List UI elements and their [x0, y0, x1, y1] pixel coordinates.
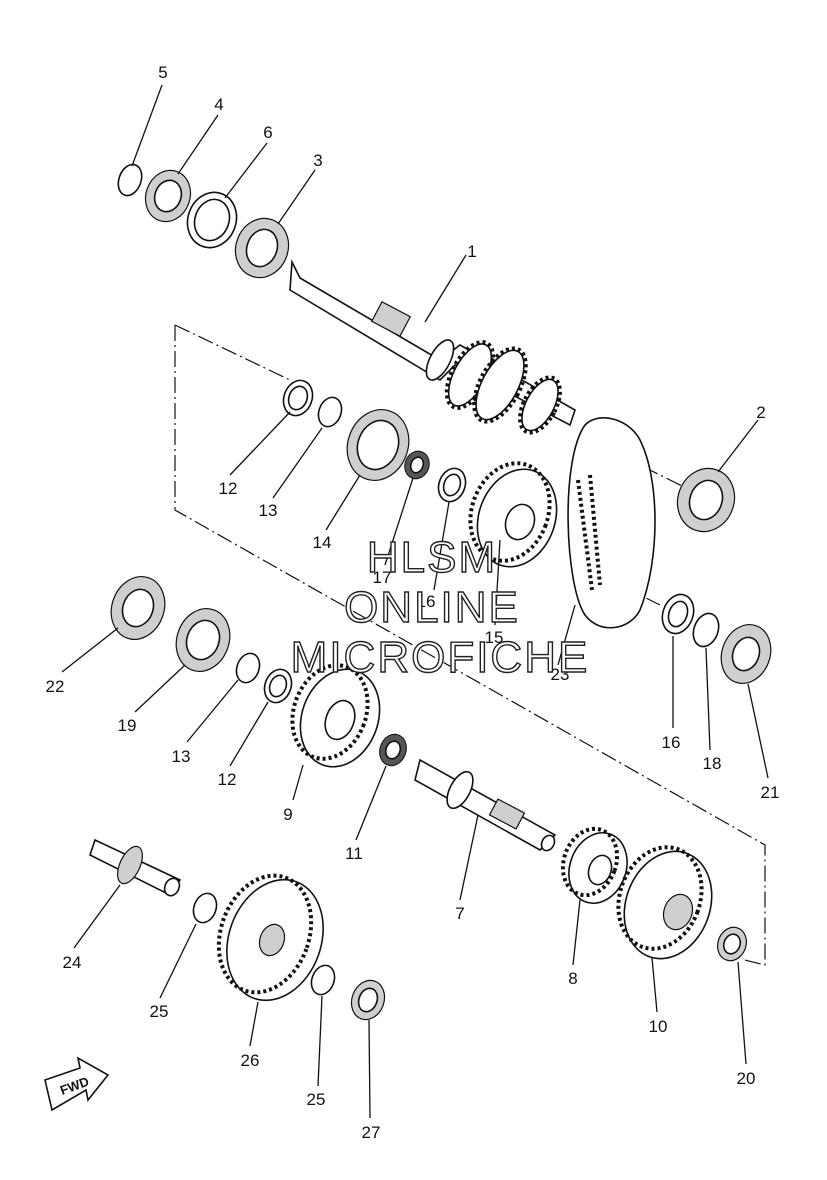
- callout-16-upper: 16: [417, 592, 436, 611]
- part-13-circlip-lower: [235, 652, 261, 684]
- part-16-washer-upper: [437, 467, 467, 503]
- part-26-large-gear: [216, 873, 324, 1002]
- part-24-output-shaft: [89, 838, 182, 897]
- part-15-gear: [468, 461, 558, 568]
- part-10-gear: [616, 845, 713, 960]
- part-7-drive-shaft: [414, 758, 557, 852]
- callout-3: 3: [313, 151, 322, 170]
- part-25-circlip-left: [192, 892, 218, 924]
- callout-16-right: 16: [662, 733, 681, 752]
- part-11-needle-bearing: [379, 733, 407, 767]
- callout-10: 10: [649, 1017, 668, 1036]
- callout-13-lower: 13: [172, 747, 191, 766]
- callout-numbers: 5 4 6 3 1 2 12 13 14 17 16 15 23 22 19 1…: [46, 63, 780, 1142]
- callout-26: 26: [241, 1051, 260, 1070]
- part-17-needle-bearing: [404, 450, 430, 480]
- callout-13-upper: 13: [259, 501, 278, 520]
- part-25-circlip-right: [310, 964, 336, 996]
- callout-25-left: 25: [150, 1002, 169, 1021]
- callout-5: 5: [158, 63, 167, 82]
- callout-27: 27: [362, 1123, 381, 1142]
- leader-lines: [61, 84, 769, 1119]
- watermark-line-1: HLSM: [367, 533, 497, 582]
- watermark-line-2: ONLINE: [344, 583, 520, 632]
- part-23-chain: [567, 416, 656, 629]
- part-1-main-shaft: [289, 259, 576, 435]
- part-16-washer-right: [661, 593, 695, 635]
- callout-11: 11: [345, 844, 363, 863]
- callout-4: 4: [214, 95, 223, 114]
- callout-9: 9: [283, 805, 292, 824]
- callout-1: 1: [467, 242, 476, 261]
- callout-24: 24: [63, 953, 82, 972]
- part-20-needle-bearing: [717, 926, 747, 962]
- callout-15: 15: [485, 628, 504, 647]
- callout-25-right: 25: [307, 1090, 326, 1109]
- callout-20: 20: [737, 1069, 756, 1088]
- callout-2: 2: [756, 403, 765, 422]
- part-18-circlip: [692, 612, 720, 648]
- callout-7: 7: [455, 904, 464, 923]
- part-9-gear: [290, 663, 381, 768]
- part-2-bearing: [676, 467, 736, 533]
- assembly-outline: [174, 325, 766, 966]
- part-14-dog-clutch: [346, 409, 410, 481]
- part-4-bearing: [144, 169, 192, 223]
- assembly-outline-top: [174, 324, 291, 381]
- part-5-oring: [117, 163, 143, 197]
- callout-23: 23: [551, 665, 570, 684]
- part-27-bearing: [350, 979, 386, 1021]
- part-6-seal: [186, 191, 238, 249]
- callout-21: 21: [761, 783, 780, 802]
- callout-22: 22: [46, 677, 65, 696]
- callout-17: 17: [373, 568, 392, 587]
- watermark-line-3: MICROFICHE: [291, 633, 590, 682]
- part-22-bearing: [110, 576, 166, 640]
- callout-12-upper: 12: [219, 479, 238, 498]
- part-12-washer-upper: [282, 379, 314, 417]
- part-13-circlip-upper: [317, 396, 343, 428]
- part-3-bearing: [234, 217, 290, 279]
- callout-12-lower: 12: [218, 770, 237, 789]
- part-8-gear: [560, 826, 628, 904]
- callout-19: 19: [118, 716, 137, 735]
- fwd-arrow-icon: FWD: [44, 1056, 110, 1112]
- callout-18: 18: [703, 754, 722, 773]
- part-12-washer-lower: [263, 668, 293, 704]
- part-19-dog-clutch: [175, 608, 231, 672]
- callout-8: 8: [568, 969, 577, 988]
- watermark: HLSM ONLINE MICROFICHE: [290, 532, 590, 682]
- callout-6: 6: [263, 123, 272, 142]
- callout-14: 14: [313, 533, 332, 552]
- part-21-bearing: [720, 624, 772, 684]
